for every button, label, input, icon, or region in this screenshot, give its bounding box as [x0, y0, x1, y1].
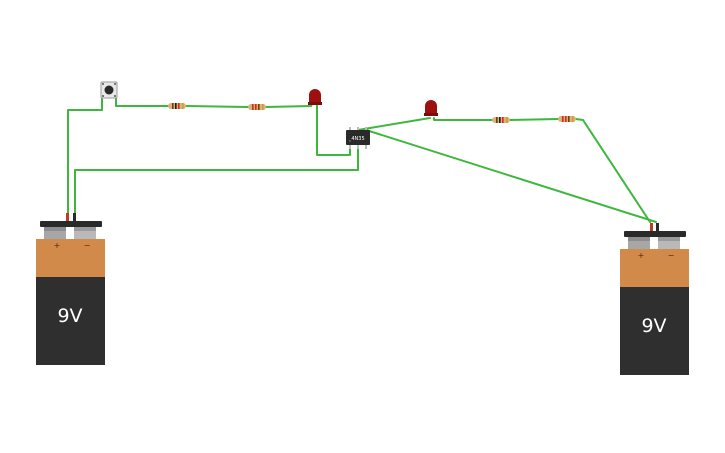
resistor-3-band-2 — [499, 117, 501, 123]
battery-left-cap — [40, 221, 102, 227]
battery-right-cap — [624, 231, 686, 237]
led-2[interactable] — [424, 100, 438, 116]
resistor-4[interactable] — [558, 116, 576, 122]
pushbutton-cap[interactable] — [104, 85, 114, 95]
resistor-1-band-2 — [175, 103, 177, 109]
battery-left-plus-pin[interactable] — [66, 213, 69, 221]
resistor-4-band-1 — [562, 116, 564, 122]
wire-led-2-to-resistor-3[interactable] — [433, 117, 493, 121]
battery-right-body — [620, 287, 689, 375]
resistor-2-band-3 — [258, 104, 260, 110]
battery-left[interactable]: + − 9V — [36, 213, 105, 365]
wire-led-1-to-ic[interactable] — [316, 101, 351, 156]
battery-left-minus-label: − — [84, 241, 91, 250]
resistor-2-band-4 — [262, 104, 264, 110]
wires — [67, 97, 657, 223]
resistor-1-band-4 — [182, 103, 184, 109]
led-red-icon — [425, 100, 437, 114]
battery-left-top — [36, 239, 105, 277]
battery-left-minus-pin[interactable] — [73, 213, 76, 221]
wire-button-to-resistor-1[interactable] — [115, 97, 169, 107]
pushbutton-icon[interactable] — [100, 81, 118, 99]
resistor-3-band-3 — [502, 117, 504, 123]
battery-right-minus-label: − — [668, 251, 675, 260]
resistor-3[interactable] — [492, 117, 510, 123]
resistor-1-band-3 — [178, 103, 180, 109]
led-red-icon — [309, 89, 321, 103]
wire-resistor-3-to-resistor-4[interactable] — [509, 118, 559, 121]
battery-right-plus-pin[interactable] — [650, 223, 653, 231]
wire-resistor-1-to-resistor-2[interactable] — [185, 105, 249, 108]
wire-resistor-4-to-battery-right-plus[interactable] — [575, 118, 651, 223]
resistor-3-band-4 — [506, 117, 508, 123]
resistors — [168, 103, 576, 123]
battery-left-label: 9V — [57, 305, 82, 327]
resistor-3-band-1 — [496, 117, 498, 123]
ic-pin1-dot — [348, 139, 352, 143]
resistor-2-band-1 — [252, 104, 254, 110]
wire-ic-to-led-2[interactable] — [357, 117, 431, 131]
battery-right-top — [620, 249, 689, 287]
battery-left-body — [36, 277, 105, 365]
battery-right-label: 9V — [641, 315, 666, 337]
optocoupler-ic[interactable]: 4N35 — [346, 127, 370, 149]
ic-body — [346, 130, 370, 145]
resistor-4-band-4 — [572, 116, 574, 122]
resistor-2[interactable] — [248, 104, 266, 110]
battery-left-plus-label: + — [54, 241, 61, 250]
battery-right[interactable]: + − 9V — [620, 223, 689, 375]
resistor-1-band-1 — [172, 103, 174, 109]
wire-ic-to-battery-left-minus[interactable] — [74, 145, 359, 219]
battery-right-minus-pin[interactable] — [656, 223, 659, 231]
resistor-1[interactable] — [168, 103, 186, 109]
led-1[interactable] — [308, 89, 322, 105]
resistor-2-band-2 — [255, 104, 257, 110]
wire-resistor-2-to-led-1[interactable] — [265, 101, 314, 108]
wire-ic-to-battery-right-minus[interactable] — [365, 129, 657, 223]
ic-label: 4N35 — [351, 136, 364, 142]
battery-right-plus-label: + — [638, 251, 645, 260]
wire-battery-left-plus-to-button[interactable] — [67, 97, 103, 219]
resistor-4-band-3 — [568, 116, 570, 122]
resistor-4-band-2 — [565, 116, 567, 122]
